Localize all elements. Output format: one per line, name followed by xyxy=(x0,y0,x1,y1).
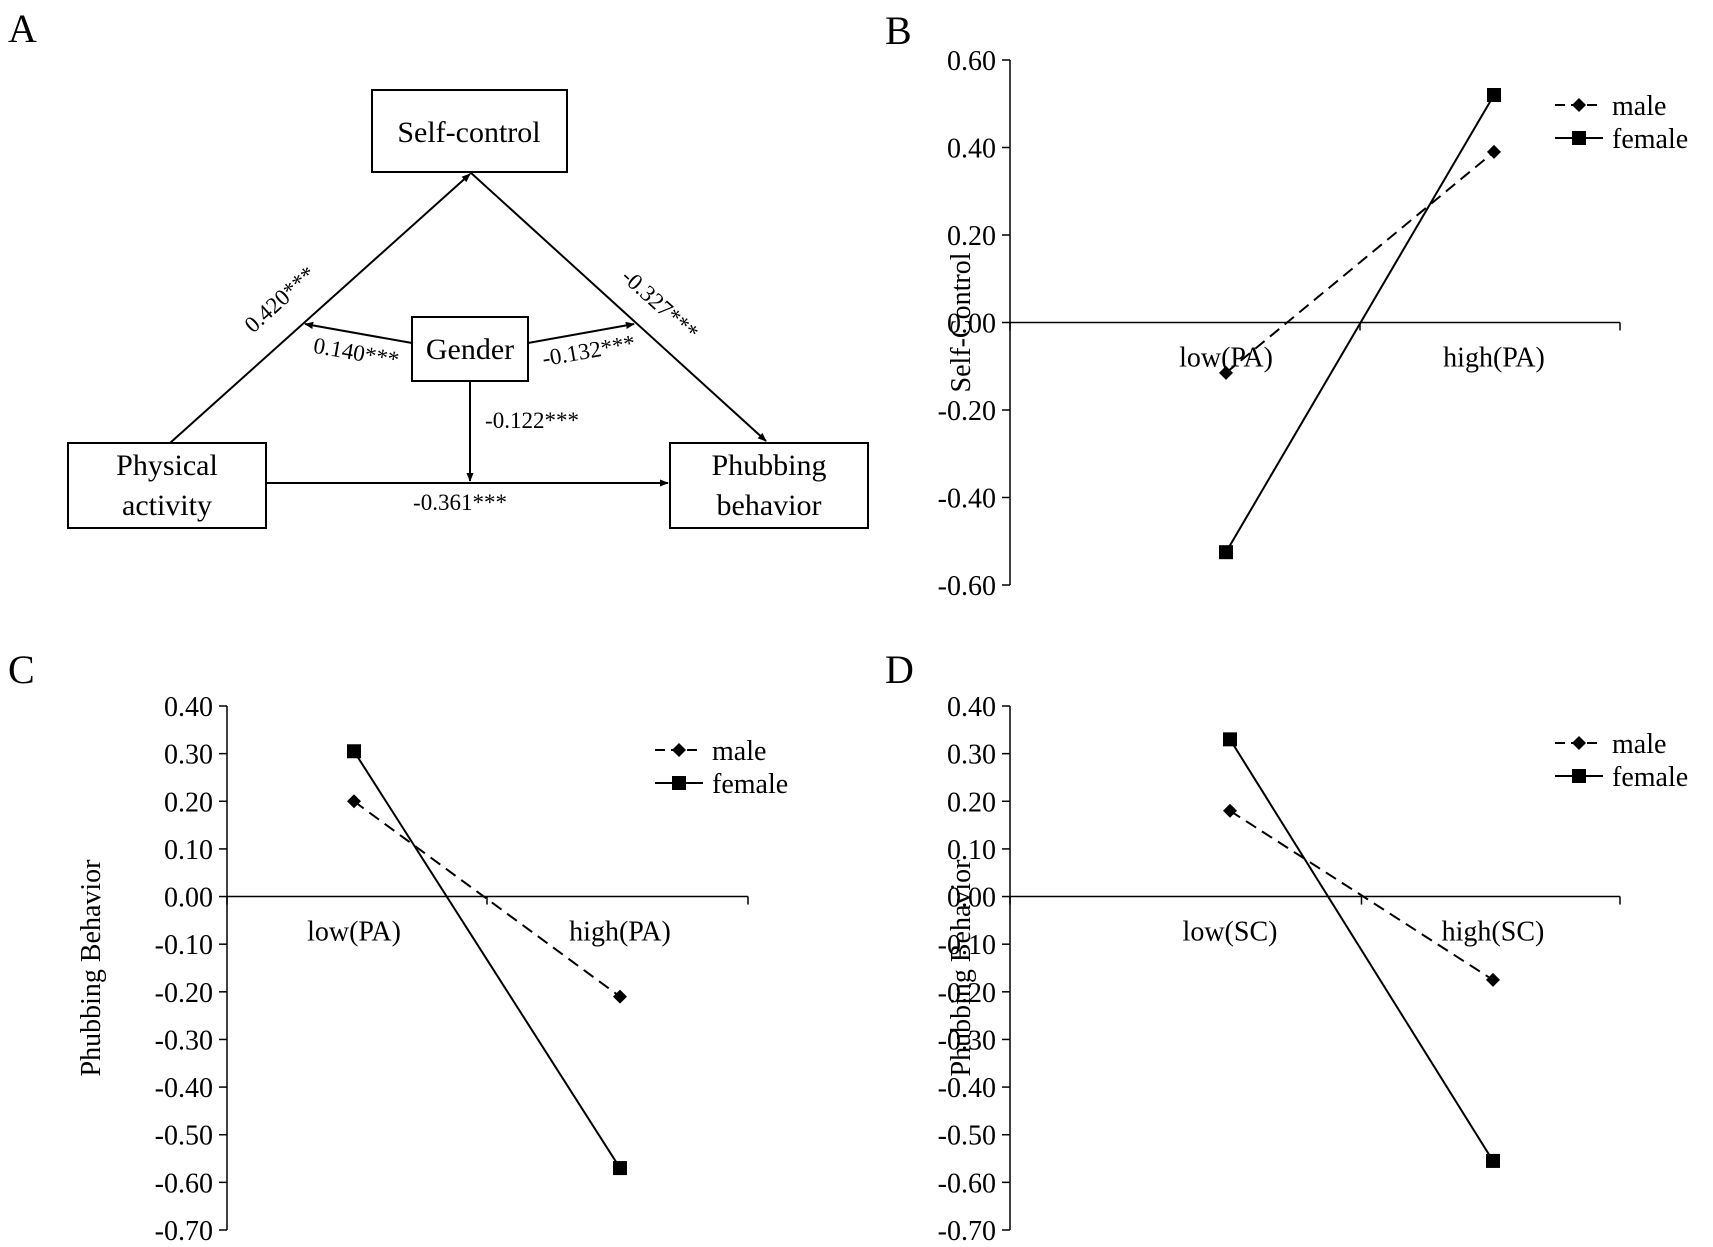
y-tick-label-c: 0.00 xyxy=(164,883,213,914)
y-tick-label-d: -0.40 xyxy=(938,1073,996,1104)
arrow-sc-to-pb xyxy=(469,171,767,442)
point-female-d xyxy=(1223,732,1237,747)
y-tick-label-b: 0.00 xyxy=(947,309,996,340)
legend-label-male-c: male xyxy=(712,736,766,767)
y-tick-label-d: -0.70 xyxy=(938,1216,996,1247)
series-line-male-d xyxy=(1229,809,1494,981)
y-tick-label-c: 0.20 xyxy=(164,787,213,818)
series-line-female-d xyxy=(1229,738,1494,1162)
panel-a-path-diagram: A Self-control Gender Physical activity … xyxy=(8,6,869,529)
y-tick-label-d: -0.20 xyxy=(938,978,996,1009)
y-tick-label-d: 0.00 xyxy=(947,883,996,914)
y-tick-label-b: -0.20 xyxy=(938,396,996,427)
series-line-female-b xyxy=(1225,94,1495,553)
x-tick-label-b: high(PA) xyxy=(1443,343,1545,374)
y-tick-label-c: -0.20 xyxy=(155,978,213,1009)
y-tick-label-b: 0.40 xyxy=(947,134,996,165)
phubbing-behavior-label-1: Phubbing xyxy=(711,449,826,482)
point-female-b xyxy=(1487,88,1501,102)
legend-marker-male-d xyxy=(1572,736,1586,750)
self-control-box xyxy=(371,89,568,173)
legend-marker-male-b xyxy=(1572,98,1586,112)
y-tick-label-d: 0.10 xyxy=(947,835,996,866)
x-tick-label-d: low(SC) xyxy=(1183,917,1278,948)
series-line-male-c xyxy=(353,800,621,998)
y-tick-label-d: -0.10 xyxy=(938,930,996,961)
y-tick-label-c: -0.40 xyxy=(155,1073,213,1104)
phubbing-behavior-label-2: behavior xyxy=(717,489,822,522)
arrow-pa-to-sc xyxy=(169,173,471,444)
coef-pa-to-pb: -0.361*** xyxy=(413,490,507,515)
arrow-gender-to-a-path xyxy=(304,321,413,344)
legend-label-female-c: female xyxy=(712,769,788,800)
legend-marker-female-c xyxy=(672,776,686,790)
legend-label-male-d: male xyxy=(1612,729,1666,760)
point-male-d xyxy=(1223,803,1237,818)
panel-letter-c: C xyxy=(8,647,35,692)
coef-pa-to-sc: 0.420*** xyxy=(240,261,321,337)
legend-marker-female-d xyxy=(1572,769,1586,783)
physical-activity-label-2: activity xyxy=(122,489,212,522)
series-line-female-c xyxy=(353,750,621,1169)
y-tick-label-c: 0.40 xyxy=(164,692,213,723)
physical-activity-box xyxy=(67,442,267,529)
point-female-d xyxy=(1486,1153,1500,1168)
panel-letter-b: B xyxy=(885,8,912,53)
y-tick-label-c: -0.10 xyxy=(155,930,213,961)
point-female-c xyxy=(613,1161,627,1176)
y-tick-label-d: 0.20 xyxy=(947,787,996,818)
legend-label-female-d: female xyxy=(1612,762,1688,793)
point-male-b xyxy=(1219,365,1233,380)
phubbing-behavior-box xyxy=(669,442,869,529)
self-control-label: Self-control xyxy=(397,116,540,149)
point-female-b xyxy=(1219,545,1233,560)
x-tick-label-c: low(PA) xyxy=(307,917,401,948)
y-tick-label-c: -0.60 xyxy=(155,1168,213,1199)
y-tick-label-b: -0.40 xyxy=(938,484,996,515)
point-female-c xyxy=(347,744,361,759)
y-tick-label-c: -0.70 xyxy=(155,1216,213,1247)
point-male-c xyxy=(613,989,627,1004)
x-tick-label-c: high(PA) xyxy=(569,917,671,948)
legend-label-female-b: female xyxy=(1612,124,1688,155)
point-male-c xyxy=(347,794,361,809)
y-axis-title-c: Phubbing Behavior xyxy=(76,859,107,1077)
panel-letter-a: A xyxy=(8,6,37,51)
y-tick-label-d: -0.60 xyxy=(938,1168,996,1199)
y-tick-label-c: 0.30 xyxy=(164,740,213,771)
legend-label-male-b: male xyxy=(1612,91,1666,122)
legend-marker-male-c xyxy=(672,743,686,757)
point-male-d xyxy=(1486,972,1500,987)
y-tick-label-b: 0.60 xyxy=(947,46,996,77)
y-tick-label-c: -0.30 xyxy=(155,1025,213,1056)
coef-gender-to-b: -0.132*** xyxy=(540,330,637,371)
legend-marker-female-b xyxy=(1572,131,1586,145)
y-tick-label-d: -0.30 xyxy=(938,1025,996,1056)
chart-d-phubbing-by-sc: D 0.40 0.30 0.20 0.10 0.00 -0.10 -0.20 -0.30 -0.4… xyxy=(885,647,1688,1247)
chart-c-phubbing-by-pa: C 0.40 0.30 0.20 0.10 0.00 -0.10 -0.20 -0.30 -0.4… xyxy=(8,647,788,1247)
panel-letter-d: D xyxy=(885,647,914,692)
y-axis-title-d: Phubbing Behavior xyxy=(946,859,977,1077)
y-tick-label-b: 0.20 xyxy=(947,221,996,252)
y-tick-label-c: -0.50 xyxy=(155,1121,213,1152)
coef-gender-to-c: -0.122*** xyxy=(485,408,579,433)
chart-b-self-control: B0.600.400.200.00-0.20-0.40-0.60low(PA)h… xyxy=(885,8,1688,602)
y-tick-label-d: 0.40 xyxy=(947,692,996,723)
y-axis-title-b: Self-Control xyxy=(946,252,977,392)
x-tick-label-d: high(SC) xyxy=(1442,917,1545,948)
y-tick-label-d: -0.50 xyxy=(938,1121,996,1152)
point-male-b xyxy=(1487,144,1501,159)
gender-label: Gender xyxy=(426,333,514,366)
y-tick-label-c: 0.10 xyxy=(164,835,213,866)
arrow-gender-to-b-path xyxy=(527,321,635,344)
gender-box xyxy=(411,316,529,382)
y-tick-label-b: -0.60 xyxy=(938,571,996,602)
physical-activity-label-1: Physical xyxy=(116,449,218,482)
y-tick-label-d: 0.30 xyxy=(947,740,996,771)
series-line-male-b xyxy=(1225,151,1495,374)
